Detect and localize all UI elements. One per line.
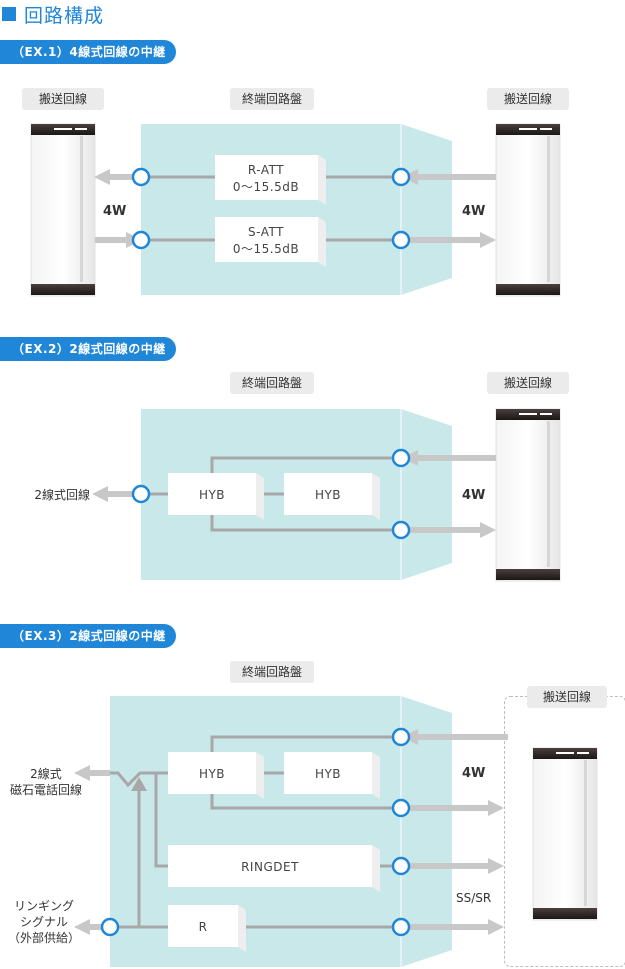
page-title: 回路構成 [24, 4, 105, 27]
ex1-terminal-panel-tag: 終端回路盤 [230, 88, 314, 110]
ex3-terminal-panel-tag: 終端回路盤 [230, 661, 314, 683]
ex3-hyb-upper-line [210, 735, 401, 752]
ex1-r-att-name: R-ATT [248, 163, 284, 177]
ex1-left-carrier-tag: 搬送回線 [22, 88, 104, 110]
ex2-terminal-panel-tag: 終端回路盤 [230, 372, 314, 394]
ex3-ringing-line1: リンギング [13, 899, 74, 913]
ex3-label: （EX.3）2線式回線の中継 [0, 624, 176, 648]
ex3-ringing-line3: （外部供給） [7, 931, 80, 945]
ex2-hyb-right-block: HYB [284, 473, 380, 520]
ex3-hyb-left-label: HYB [199, 767, 225, 781]
ex3-node-right-2 [391, 798, 411, 818]
ex3-hyb-lower-line [210, 794, 401, 810]
ex1-right-4w-label: 4W [462, 204, 486, 219]
page-title-bar: 回路構成 [0, 0, 104, 28]
ex3-node-right-3 [391, 856, 411, 876]
ex3-two-wire-label: 2線式 磁石電話回線 [8, 766, 84, 798]
ex1-s-att-range: 0〜15.5dB [233, 242, 299, 256]
ex3-r-block: R [168, 905, 246, 952]
ex2-hyb-lower-line [210, 515, 401, 532]
ex3-hyb-right-label: HYB [315, 767, 341, 781]
ex2-node-right-top [391, 448, 411, 468]
ex1-node-left-top [131, 167, 151, 187]
ex3-node-ringing [100, 917, 120, 937]
ex1-left-4w-label: 4W [103, 204, 127, 219]
ex3-ss-sr-label: SS/SR [456, 891, 492, 905]
ex2-label: （EX.2）2線式回線の中継 [0, 337, 176, 361]
ex3-send-arrow-right [402, 800, 504, 816]
ex3-ring-riser-arrowhead [131, 777, 147, 791]
ex3-receive-arrow-right [402, 729, 508, 745]
ex3-switch-wire [110, 771, 168, 788]
ex2-hyb-right-label: HYB [315, 488, 341, 502]
ex3-two-wire-line1: 2線式 [30, 767, 62, 781]
ex3-ringdet-block: RINGDET [168, 845, 380, 892]
ex3-hyb-left-block: HYB [168, 752, 264, 799]
ex2-left-arrow [92, 486, 142, 502]
ex3-node-right-1 [391, 727, 411, 747]
ex2-hyb-left-label: HYB [199, 488, 225, 502]
ex2-node-left [131, 484, 151, 504]
ex3-right-4w-label: 4W [462, 766, 486, 781]
ex2-right-carrier-tag: 搬送回線 [487, 372, 569, 394]
ex3-ringdet-feed [154, 773, 168, 868]
title-square-icon [2, 7, 16, 21]
ex1-node-right-top [391, 167, 411, 187]
ex1-label: （EX.1）4線式回線の中継 [0, 40, 176, 64]
ex3-ringing-signal-label: リンギング シグナル （外部供給） [6, 898, 82, 946]
ex3-hyb-right-block: HYB [284, 752, 380, 799]
ex1-right-carrier-tag: 搬送回線 [487, 88, 569, 110]
ex3-right-carrier-tag: 搬送回線 [527, 686, 607, 708]
ex2-two-wire-line-label: 2線式回線 [34, 488, 90, 502]
ex3-node-right-4 [391, 917, 411, 937]
ex1-send-arrow-right [402, 232, 496, 248]
ex3-ringdet-arrow-right [402, 858, 504, 874]
ex1-terminal-panel [141, 124, 452, 295]
ex1-node-left-bottom [131, 230, 151, 250]
ex2-hyb-upper-line [210, 456, 401, 473]
ex1-r-att-range: 0〜15.5dB [233, 180, 299, 194]
ex2-send-arrow-right [402, 522, 496, 538]
ex3-ringing-line2: シグナル [19, 915, 68, 929]
ex3-r-label: R [199, 920, 208, 934]
ex1-right-cabinet [495, 123, 561, 297]
ex3-r-arrow-right [402, 919, 504, 935]
ex3-two-wire-line2: 磁石電話回線 [9, 783, 82, 797]
ex1-left-cabinet [30, 123, 96, 297]
ex1-receive-arrow-left [94, 169, 142, 185]
ex3-ringing-arrow [74, 919, 110, 935]
ex2-right-cabinet [495, 408, 561, 582]
ex1-s-att-name: S-ATT [248, 225, 284, 239]
ex2-right-4w-label: 4W [462, 488, 486, 503]
ex3-two-wire-arrow [74, 765, 110, 781]
ex2-hyb-left-block: HYB [168, 473, 264, 520]
ex2-node-right-bottom [391, 520, 411, 540]
ex1-node-right-bottom [391, 230, 411, 250]
ex1-r-att-block: R-ATT 0〜15.5dB [215, 155, 326, 205]
ex3-right-cabinet [532, 747, 598, 921]
ex1-s-att-block: S-ATT 0〜15.5dB [215, 217, 326, 267]
ex3-ringdet-label: RINGDET [241, 860, 299, 874]
